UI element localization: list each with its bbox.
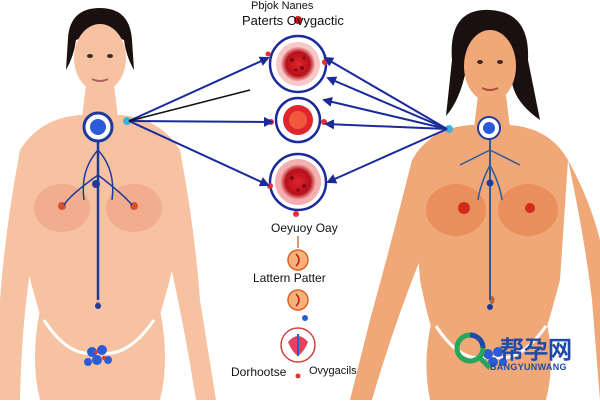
pattern-label: Lattern Patter — [253, 271, 326, 285]
organ-circle-lower — [267, 152, 328, 212]
diagram-subtitle: Paterts Ovygactic — [242, 13, 344, 28]
bottom-right-label: Ovygacils — [309, 365, 357, 377]
center-organ-stack — [265, 16, 328, 379]
organ-small-2 — [287, 289, 309, 321]
right-pelvic-organs-icon — [483, 347, 507, 367]
watermark-logo-icon — [454, 332, 492, 370]
organ-circle-middle — [268, 96, 327, 144]
organ-small-1 — [287, 249, 309, 271]
middle-label: Oeyuoy Oay — [271, 221, 338, 235]
organ-circle-top — [265, 34, 328, 94]
watermark-subtext: BANGYUNWANG — [490, 362, 567, 372]
arrow-lines — [128, 56, 448, 187]
bottom-left-label: Dorhootse — [231, 365, 287, 379]
left-pelvic-organs-icon — [84, 345, 112, 366]
left-female-figure — [0, 8, 216, 400]
watermark-text: 帮孕网 — [500, 336, 572, 364]
diagram-title: Pbjok Nanes — [251, 0, 314, 12]
organ-uterus-circle — [280, 327, 316, 379]
